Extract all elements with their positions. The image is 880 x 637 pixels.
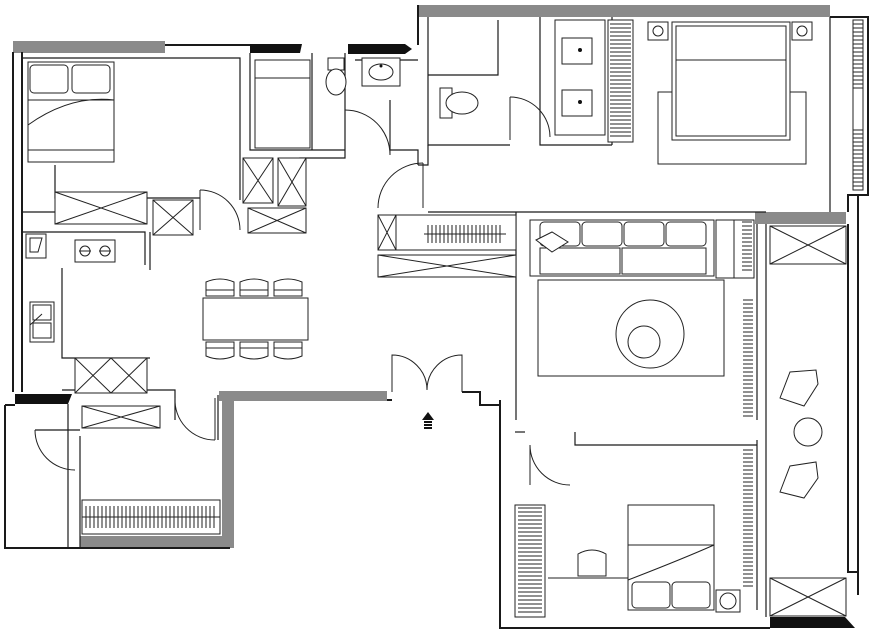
bottom-bed-icon — [627, 504, 715, 611]
table-icon — [202, 297, 309, 341]
rug — [537, 279, 725, 377]
coffee-table-icon — [615, 299, 685, 369]
desk-chair-icon — [548, 549, 628, 579]
accent-walls — [13, 5, 846, 548]
outer-walls — [4, 5, 869, 629]
sofa-icon — [529, 219, 715, 277]
side-table-icon — [25, 233, 47, 259]
window-shutters-right — [852, 19, 864, 191]
closet-rack-bottom — [514, 504, 546, 618]
double-vanity-icon — [554, 19, 606, 136]
tv-cabinet — [715, 219, 755, 279]
utility-boxes — [242, 59, 311, 234]
bed-icon — [27, 61, 115, 163]
lamp-icon — [715, 589, 741, 613]
balcony-storage — [769, 225, 847, 617]
chair-icon — [205, 278, 303, 360]
wardrobe-box — [54, 191, 194, 236]
shelf-rack — [377, 214, 517, 278]
kitchen-cabinet — [74, 357, 148, 394]
entrance-arrow-icon — [422, 412, 434, 429]
master-bed-icon — [647, 21, 813, 165]
toilet-icon — [325, 57, 347, 96]
balcony-chairs-icon — [779, 369, 823, 499]
closet-rack — [607, 19, 634, 143]
doors — [34, 96, 571, 486]
basin-icon — [361, 57, 401, 87]
shoe-rack — [81, 499, 221, 535]
sink-icon — [29, 301, 55, 343]
master-toilet-icon — [439, 87, 479, 119]
cooktop-icon — [74, 239, 116, 263]
balcony-shutters — [743, 299, 753, 587]
solid-walls — [15, 44, 855, 628]
lower-cabinet — [81, 405, 161, 429]
